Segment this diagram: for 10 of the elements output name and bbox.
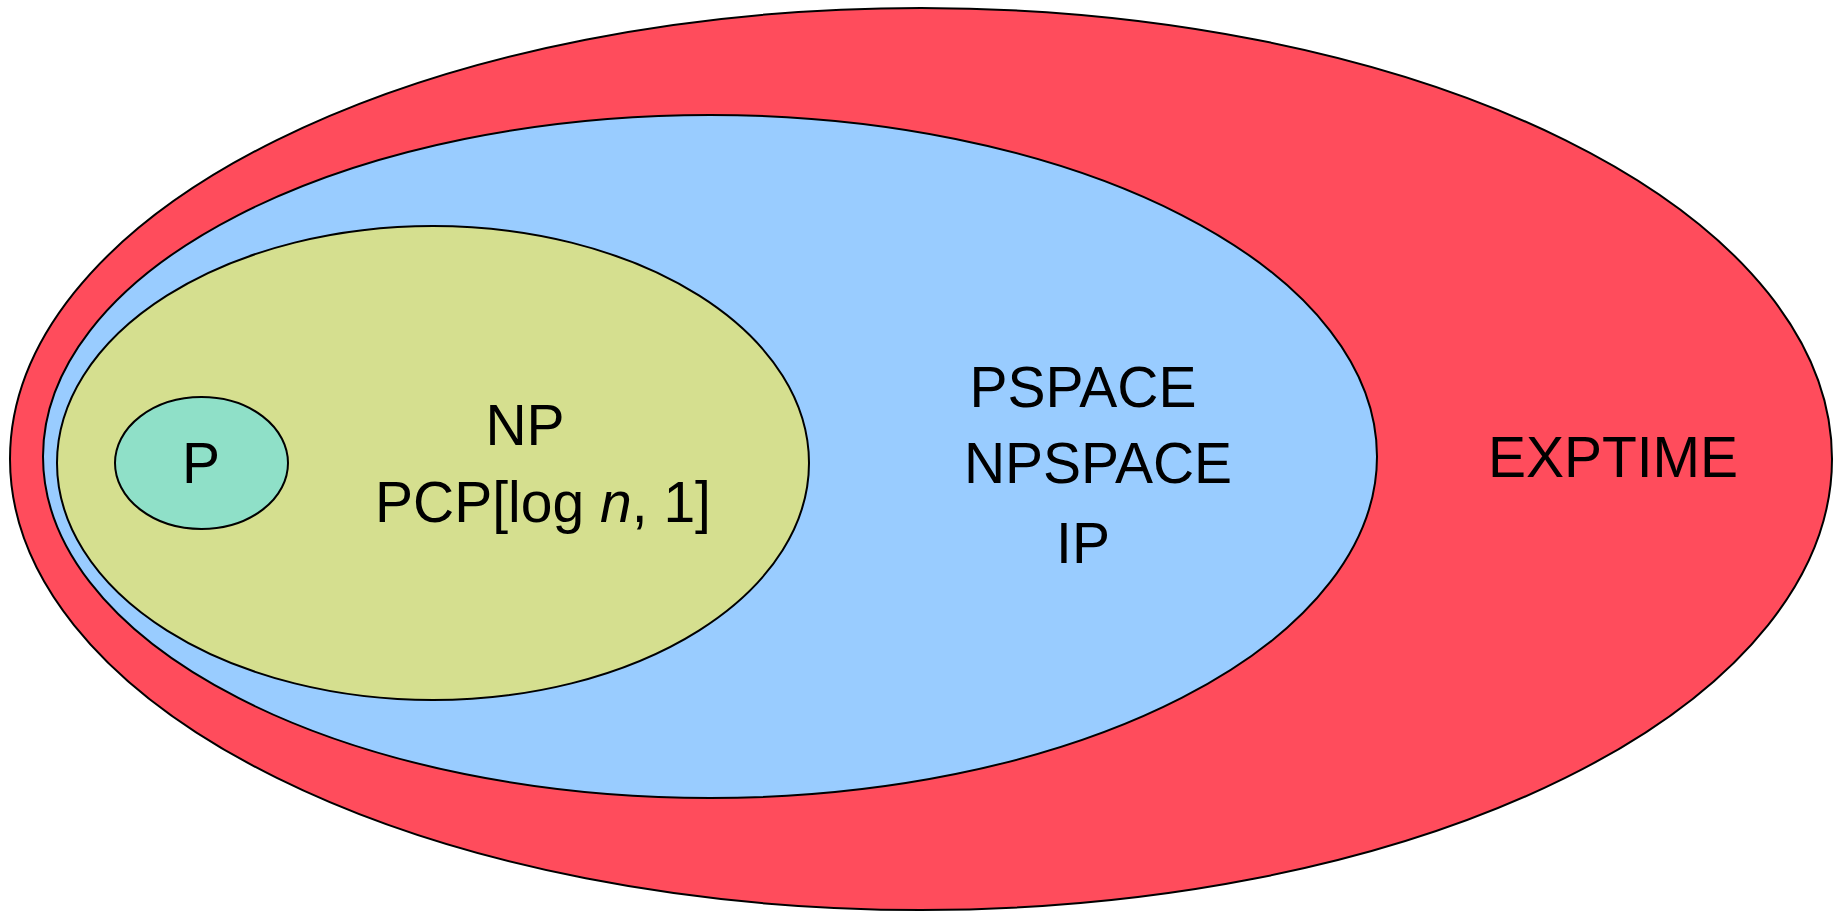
class-label: IP [1056, 514, 1110, 572]
set-ellipse [42, 114, 1378, 799]
set-ellipse [56, 225, 810, 701]
class-label: NP [485, 396, 565, 454]
class-label: PSPACE [969, 358, 1197, 416]
set-ellipse [114, 396, 289, 530]
class-label: P [182, 434, 220, 492]
class-label: NPSPACE [963, 434, 1233, 492]
class-label: EXPTIME [1487, 428, 1739, 486]
set-ellipse [9, 7, 1833, 911]
